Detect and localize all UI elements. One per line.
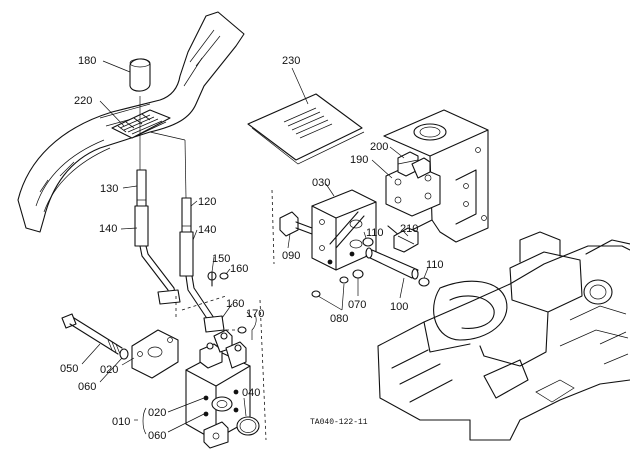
label-220: 220 <box>74 95 92 107</box>
pin-150 <box>207 271 217 287</box>
tractor-body <box>377 231 630 441</box>
label-010: 010 <box>112 416 130 428</box>
label-210: 210 <box>400 223 418 235</box>
pipe-100 <box>365 247 419 280</box>
label-040: 040 <box>242 387 260 399</box>
o-ring-110b <box>418 277 430 287</box>
o-ring-110a <box>362 237 374 247</box>
label-160-upper: 160 <box>230 263 248 275</box>
label-120: 120 <box>198 196 216 208</box>
washer-160b <box>237 326 247 334</box>
o-ring-040 <box>236 416 260 436</box>
manual-book-230 <box>247 93 365 165</box>
label-170: 170 <box>246 308 264 320</box>
flange-020 <box>131 329 179 379</box>
part-labels: 180 220 130 140 120 140 150 160 160 170 … <box>60 55 444 442</box>
label-190: 190 <box>350 154 368 166</box>
lever-knob-180 <box>129 58 151 92</box>
label-160-lower: 160 <box>226 298 244 310</box>
label-140-left: 140 <box>99 223 117 235</box>
washer-060 <box>119 348 129 360</box>
label-180: 180 <box>78 55 96 67</box>
label-070: 070 <box>348 299 366 311</box>
label-230: 230 <box>282 55 300 67</box>
label-110-upper: 110 <box>366 227 384 239</box>
label-100: 100 <box>390 301 408 313</box>
leader-lines <box>81 60 429 435</box>
label-060-upper: 060 <box>78 381 96 393</box>
bolt-090 <box>279 211 313 237</box>
label-130: 130 <box>100 183 118 195</box>
label-140-right: 140 <box>198 224 216 236</box>
label-110-lower: 110 <box>426 259 444 271</box>
fitting-200 <box>397 151 431 179</box>
label-030: 030 <box>312 177 330 189</box>
label-150: 150 <box>212 253 230 265</box>
lever-rods <box>134 96 225 333</box>
o-ring-070 <box>352 269 364 279</box>
label-020-upper: 020 <box>100 364 118 376</box>
label-060-lower: 060 <box>148 430 166 442</box>
label-080: 080 <box>330 313 348 325</box>
label-050: 050 <box>60 363 78 375</box>
gate-plate-220 <box>111 109 171 139</box>
fitting-210 <box>393 227 419 253</box>
cotter-170 <box>251 313 257 340</box>
washer-160a <box>219 272 229 280</box>
label-020-lower: 020 <box>148 407 166 419</box>
control-valve-010 <box>185 329 251 449</box>
label-090: 090 <box>282 250 300 262</box>
o-rings-080 <box>311 276 349 298</box>
lever-guide-plate <box>17 11 245 233</box>
bolt-050 <box>61 313 123 355</box>
figure-code: TA040-122-11 <box>310 418 368 427</box>
label-200: 200 <box>370 141 388 153</box>
